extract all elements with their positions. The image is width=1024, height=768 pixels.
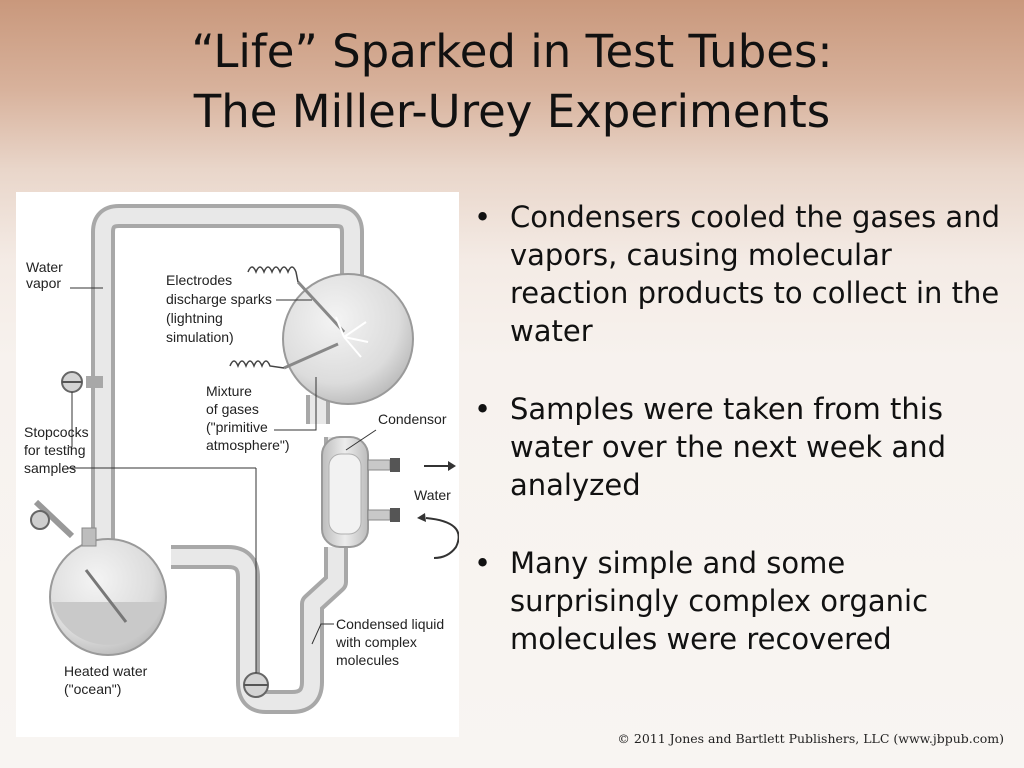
label-condensor: Condensor	[378, 411, 447, 427]
label-mixture-3: ("primitive	[206, 419, 268, 435]
label-condensed-1: Condensed liquid	[336, 616, 444, 632]
label-mixture-4: atmosphere")	[206, 437, 290, 453]
title-line-2: The Miller-Urey Experiments	[193, 85, 831, 138]
label-electrodes-4: simulation)	[166, 329, 234, 345]
apparatus-diagram: Water vapor Electrodes discharge sparks …	[24, 204, 459, 714]
bullet-text: Condensers cooled the gases and vapors, …	[510, 200, 1000, 348]
bullet-text: Many simple and some surprisingly comple…	[510, 546, 929, 656]
bullet-dot: •	[474, 392, 492, 426]
label-electrodes-2: discharge sparks	[166, 291, 272, 307]
bullet-item: • Samples were taken from this water ove…	[466, 390, 1011, 504]
bullet-dot: •	[474, 200, 492, 234]
label-stopcocks-2: for testing	[24, 442, 85, 458]
title-line-1: “Life” Sparked in Test Tubes:	[191, 25, 833, 78]
heated-water-flask	[30, 499, 167, 656]
label-heated-2: ("ocean")	[64, 681, 121, 697]
label-electrodes-3: (lightning	[166, 310, 223, 326]
bullet-dot: •	[474, 546, 492, 580]
bullet-item: • Condensers cooled the gases and vapors…	[466, 198, 1011, 350]
label-mixture-1: Mixture	[206, 383, 252, 399]
label-condensed-3: molecules	[336, 652, 399, 668]
label-condensed-2: with complex	[335, 634, 417, 650]
slide-title: “Life” Sparked in Test Tubes: The Miller…	[0, 22, 1024, 142]
label-mixture-2: of gases	[206, 401, 259, 417]
bullet-item: • Many simple and some surprisingly comp…	[466, 544, 1011, 658]
label-water-vapor-1: Water	[26, 259, 63, 275]
spark-flask	[282, 273, 414, 405]
label-water: Water	[414, 487, 451, 503]
bullet-text: Samples were taken from this water over …	[510, 392, 946, 502]
label-stopcocks-1: Stopcocks	[24, 424, 89, 440]
label-electrodes-1: Electrodes	[166, 272, 232, 288]
label-heated-1: Heated water	[64, 663, 148, 679]
electrode-coils	[229, 266, 299, 369]
condenser	[321, 436, 459, 559]
glass-tubing	[86, 204, 364, 714]
miller-urey-apparatus-figure: Water vapor Electrodes discharge sparks …	[16, 192, 459, 737]
copyright-notice: © 2011 Jones and Bartlett Publishers, LL…	[617, 731, 1004, 746]
label-water-vapor-2: vapor	[26, 275, 61, 291]
leader-lines	[68, 287, 377, 673]
bullet-list: • Condensers cooled the gases and vapors…	[466, 198, 1011, 698]
label-stopcocks-3: samples	[24, 460, 76, 476]
